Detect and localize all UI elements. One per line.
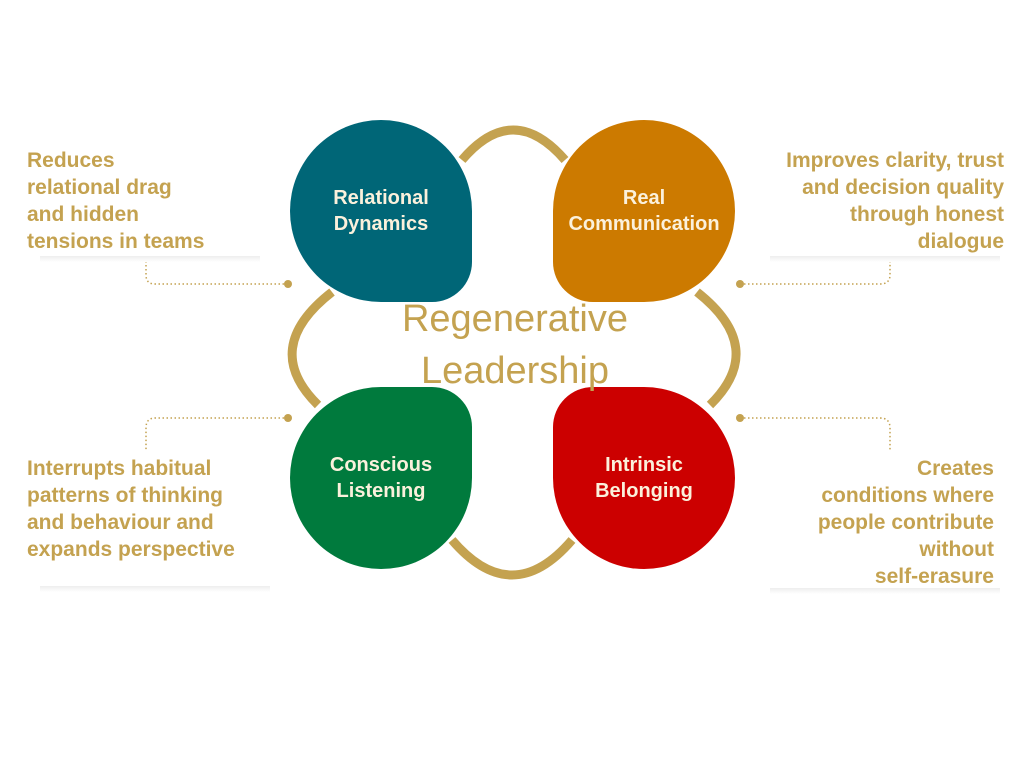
dot-bottom-left [284,414,292,422]
description-real-communication: Improves clarity, trust and decision qua… [786,149,1004,253]
node-real-communication: Real Communication [553,120,735,302]
description-intrinsic-belonging: Creates conditions where people contribu… [817,457,994,588]
node-relational-dynamics: Relational Dynamics [290,120,472,302]
shadow [770,256,1000,262]
dotted-line-top-right [740,258,891,285]
description-conscious-listening: Interrupts habitual patterns of thinking… [27,457,235,561]
dotted-line-bottom-right [740,417,891,450]
connector-bottom [448,537,576,580]
center-title: Regenerative Leadership [401,298,629,392]
shadow [40,586,270,592]
node-conscious-listening: Conscious Listening [290,387,472,569]
node-intrinsic-belonging: Intrinsic Belonging [553,387,735,569]
dotted-line-bottom-left [145,417,288,450]
node-label: Conscious Listening [329,454,433,502]
description-relational-dynamics: Reduces relational drag and hidden tensi… [27,149,205,253]
node-label: Intrinsic Belonging [595,454,693,502]
node-label: Relational Dynamics [333,187,429,235]
connector-right [694,288,741,409]
dot-bottom-right [736,414,744,422]
connector-top [458,125,569,163]
connector-left [287,288,335,409]
dot-top-right [736,280,744,288]
shadow [770,588,1000,594]
dot-top-left [284,280,292,288]
dotted-line-top-left [145,258,288,285]
shadow [40,256,260,262]
node-label: Real Communication [568,187,720,235]
